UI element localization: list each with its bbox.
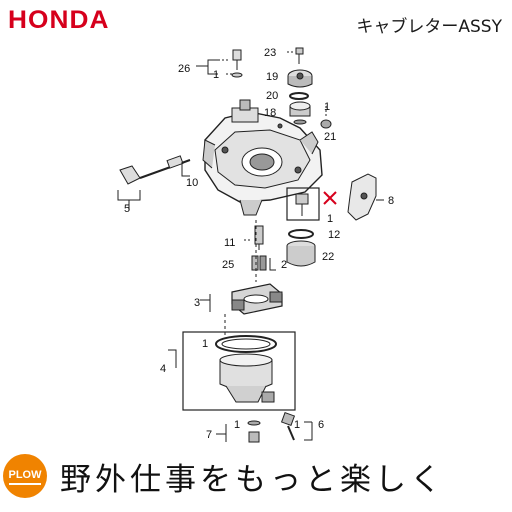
float-bowl-part-4 (215, 335, 277, 403)
choke-bracket-part-8 (347, 173, 377, 221)
drain-screw-part-7 (247, 420, 261, 443)
not-included-mark (323, 191, 337, 205)
callout-1-needle: 1 (327, 213, 333, 225)
callout-18: 18 (264, 107, 276, 119)
callout-3: 3 (194, 297, 200, 309)
nozzle-part-25 (251, 255, 267, 271)
oring-part-20 (289, 92, 309, 100)
plow-logo-text: PLOW (8, 469, 42, 481)
screw-part-26 (231, 49, 243, 78)
page-title: キャブレターASSY (356, 17, 502, 37)
callout-23: 23 (264, 47, 276, 59)
callout-8: 8 (388, 195, 394, 207)
callout-12: 12 (328, 229, 340, 241)
callout-4: 4 (160, 363, 166, 375)
exploded-parts-diagram: 26 1 23 19 20 18 1 21 10 5 8 1 12 11 25 … (117, 47, 394, 443)
callout-10: 10 (186, 177, 198, 189)
callout-11: 11 (224, 237, 235, 249)
callout-21: 21 (324, 131, 336, 143)
callout-1-bowl: 1 (202, 338, 208, 350)
callout-7: 7 (206, 429, 212, 441)
float-bowl-box (182, 331, 296, 411)
callout-26: 26 (178, 63, 190, 75)
gasket-part-3 (231, 283, 283, 315)
footer-tagline: 野外仕事をもっと楽しく (60, 462, 445, 498)
carburetor-body (202, 99, 323, 216)
footer-banner (0, 448, 512, 512)
callout-2: 2 (281, 259, 287, 271)
callout-1-valve: 1 (324, 101, 330, 113)
callout-5: 5 (124, 203, 130, 215)
plow-logo: PLOW (3, 454, 47, 498)
callout-1-drain: 1 (234, 419, 240, 431)
callout-1-cap: 1 (213, 69, 219, 81)
callout-22: 22 (322, 251, 334, 263)
screw-part-23 (295, 47, 304, 64)
callout-25: 25 (222, 259, 234, 271)
callout-1-bolt: 1 (294, 419, 300, 431)
cup-part-22 (286, 240, 316, 267)
main-jet-part-11 (254, 225, 264, 250)
plow-logo-bar (9, 483, 41, 485)
callout-19: 19 (266, 71, 278, 83)
body-part-18 (289, 101, 311, 117)
cap-part-19 (287, 69, 313, 88)
callout-6: 6 (318, 419, 324, 431)
needle-valve-part (286, 187, 320, 221)
honda-logo: HONDA (8, 6, 110, 34)
drain-bolt-part-6 (280, 411, 296, 441)
oring-part-12 (288, 229, 314, 239)
throttle-stop-part (119, 165, 141, 185)
callout-20: 20 (266, 90, 278, 102)
